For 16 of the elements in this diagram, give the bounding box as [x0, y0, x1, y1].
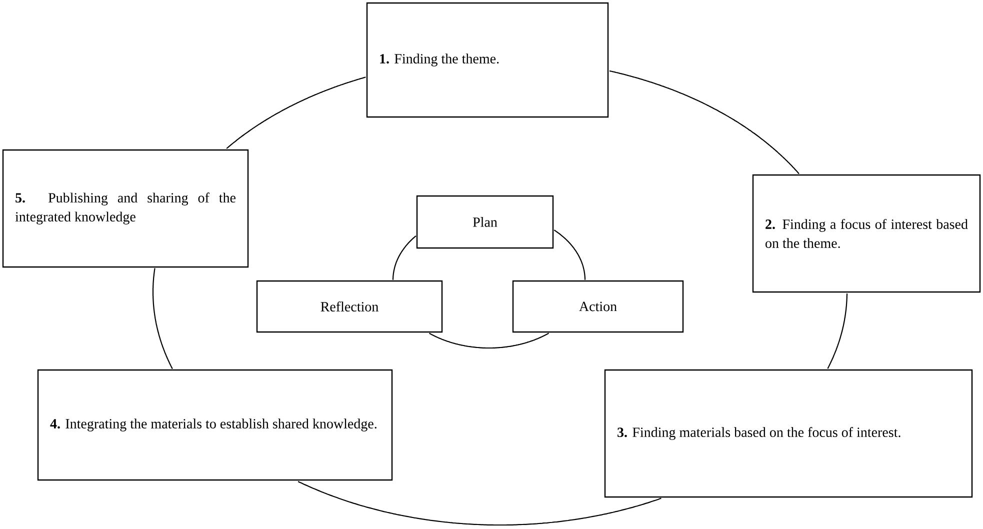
connector-arc [298, 481, 662, 526]
connector-arc [827, 294, 848, 369]
cycle-box: Action [512, 280, 684, 333]
connector-arc [226, 76, 366, 149]
step-box: 3. Finding materials based on the focus of interest. [604, 369, 973, 498]
connector-arc [392, 235, 416, 280]
step-box: 1. Finding the theme. [366, 2, 609, 118]
step-box: 4. Integrating the materials to establish shared knowledge. [37, 369, 393, 481]
step-box: 2. Finding a focus of interest based on the theme. [752, 174, 981, 293]
connector-arc [429, 332, 550, 349]
step-box: 5. Publishing and sharing of the integrated knowledge [2, 149, 249, 268]
connector-arc [609, 70, 800, 174]
cycle-box: Plan [416, 195, 554, 249]
connector-arc [554, 230, 586, 280]
connector-arc [152, 268, 173, 370]
cycle-box: Reflection [256, 280, 443, 333]
